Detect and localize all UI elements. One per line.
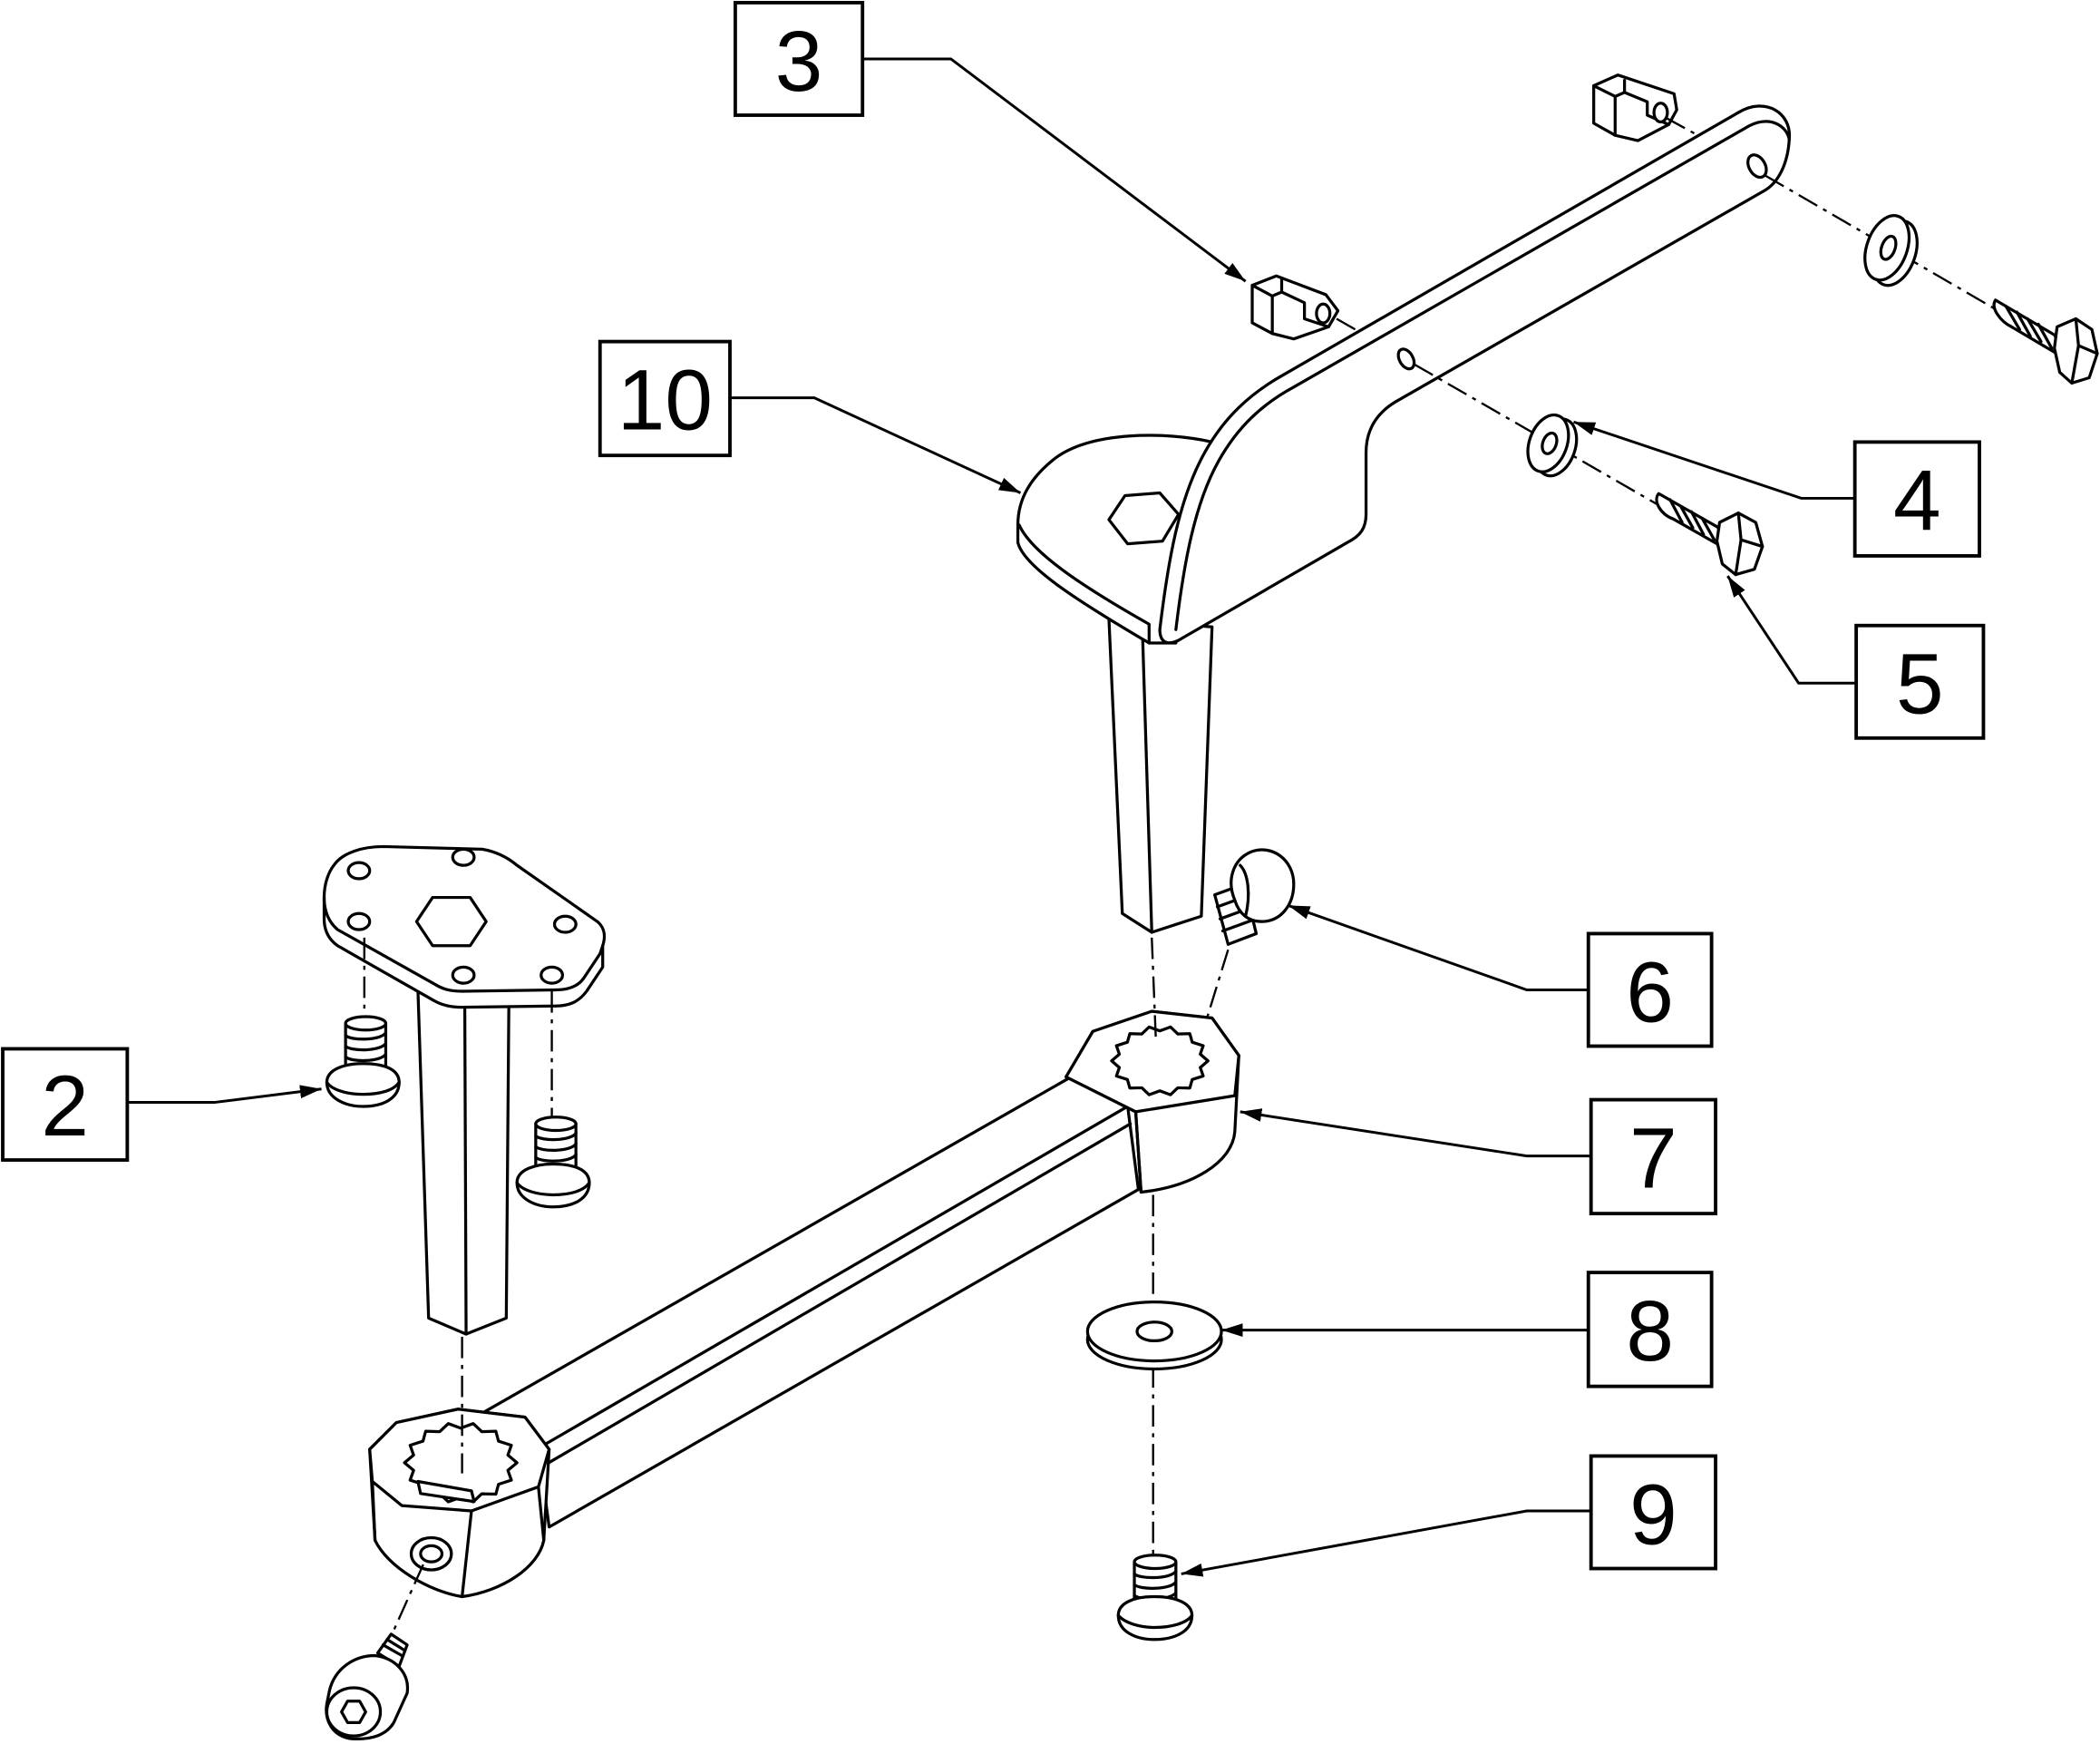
leader-line-10 [730, 396, 1022, 494]
hex-bore [414, 895, 488, 948]
t-nut [1250, 274, 1340, 341]
mounting-bracket [1016, 104, 1791, 645]
hex-socket-icon [340, 1700, 367, 1724]
center-line [1204, 949, 1230, 1024]
callout-5: 5 [1854, 623, 1986, 740]
leader-line-5 [1726, 575, 1857, 685]
callout-box [1854, 623, 1986, 740]
callout-box [733, 1, 865, 117]
callout-2: 2 [1, 1047, 130, 1162]
callout-8: 8 [1586, 1271, 1714, 1388]
button-head-screw-bottom [1116, 1554, 1194, 1642]
center-line [363, 937, 553, 1123]
bracket-shaft [1107, 617, 1214, 934]
hex-bolt [1655, 492, 1765, 577]
callout-label: 3 [775, 14, 823, 110]
link-arm [368, 1009, 1240, 1599]
callout-box [1589, 1454, 1717, 1571]
callout-label: 8 [1626, 1283, 1674, 1379]
arm-clamp-right [1065, 1009, 1240, 1194]
socket-cap-screw [325, 1632, 410, 1740]
t-nut-right [1592, 73, 1678, 142]
leader-line-2 [127, 1085, 322, 1105]
callout-4: 4 [1852, 440, 1981, 558]
washer [1526, 413, 1579, 478]
callout-7: 7 [1589, 1097, 1717, 1216]
leader-line-7 [1240, 1108, 1591, 1158]
callout-label: 2 [41, 1058, 89, 1155]
spline-bore-right [1110, 1025, 1210, 1096]
callout-box [1, 1047, 130, 1162]
hex-plate [322, 844, 607, 1009]
callout-label: 7 [1629, 1111, 1677, 1207]
leader-line-6 [1288, 904, 1589, 991]
post-shaft [416, 987, 510, 1336]
flat-washer [1085, 1300, 1223, 1371]
callout-10: 10 [598, 339, 732, 458]
callout-box [1586, 1271, 1714, 1388]
callout-label: 6 [1626, 944, 1674, 1040]
callout-label: 10 [617, 353, 713, 449]
callout-box [1852, 440, 1981, 558]
arm-clamp-left [368, 1408, 551, 1599]
callout-3: 3 [733, 1, 865, 117]
callout-box [1589, 1097, 1717, 1216]
callout-label: 5 [1896, 637, 1944, 733]
washer-right [1863, 214, 1919, 287]
leader-line-4 [1573, 420, 1855, 500]
center-line [387, 937, 1157, 1643]
callout-box [598, 339, 732, 458]
callout-label: 9 [1629, 1466, 1677, 1563]
leader-line-3 [862, 57, 1247, 283]
leader-lines [127, 57, 1857, 1577]
leader-line-9 [1181, 1509, 1591, 1577]
callout-label: 4 [1893, 453, 1941, 549]
button-head-screw-left [325, 1015, 401, 1108]
callout-box [1586, 931, 1714, 1048]
callout-9: 9 [1589, 1454, 1717, 1571]
hex-bolt-right [1992, 298, 2099, 385]
button-head-screw-arm [1213, 848, 1296, 946]
spline-bore-left [403, 1422, 519, 1504]
button-head-screw-right [515, 1116, 591, 1209]
callout-6: 6 [1586, 931, 1714, 1048]
hex-bore [1107, 491, 1181, 546]
